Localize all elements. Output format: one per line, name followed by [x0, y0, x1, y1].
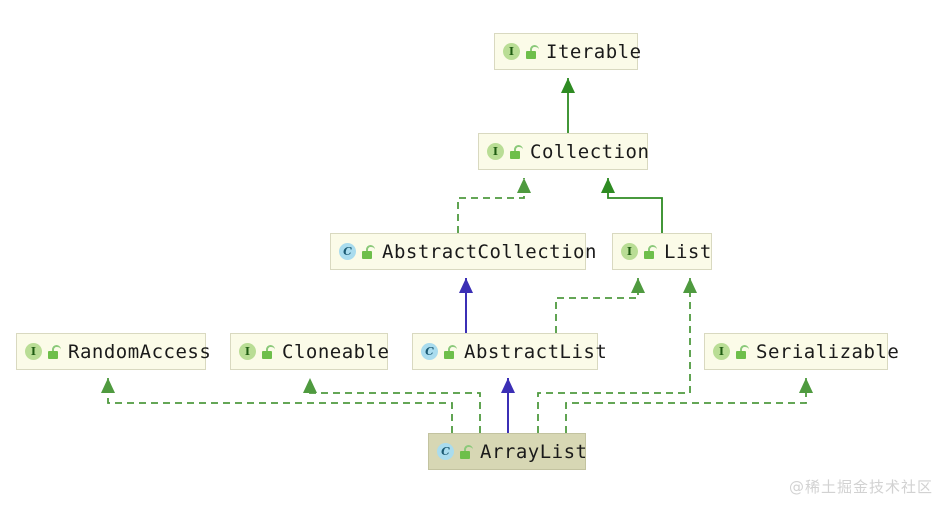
unlocked-padlock-icon: [735, 344, 749, 359]
class-node-cloneable[interactable]: I Cloneable: [230, 333, 390, 370]
interface-icon: I: [25, 343, 42, 360]
class-node-abstractlist[interactable]: C AbstractList: [412, 333, 607, 370]
class-node-label: Collection: [530, 140, 650, 163]
unlocked-padlock-icon: [443, 344, 457, 359]
unlocked-padlock-icon: [47, 344, 61, 359]
class-node-label: AbstractList: [464, 340, 608, 363]
unlocked-padlock-icon: [459, 444, 473, 459]
arrowhead: [303, 378, 317, 393]
edge-arraylist-to-cloneable: [303, 378, 481, 433]
edge-abstractlist-to-abstractcollection: [459, 278, 473, 333]
arrowhead: [517, 178, 531, 193]
arrowhead: [459, 278, 473, 293]
edge-arraylist-to-abstractlist: [501, 378, 515, 433]
arrowhead: [101, 378, 115, 393]
edge-abstractcollection-to-collection: [457, 178, 531, 233]
class-node-arraylist[interactable]: C ArrayList: [428, 433, 588, 470]
edge-abstractlist-to-list: [555, 278, 645, 333]
edge-arraylist-to-serializable: [565, 378, 813, 433]
class-node-iterable[interactable]: I Iterable: [494, 33, 641, 70]
arrowhead: [799, 378, 813, 393]
arrowhead: [601, 178, 615, 193]
class-node-label: Cloneable: [282, 340, 390, 363]
interface-icon: I: [487, 143, 504, 160]
class-node-label: RandomAccess: [68, 340, 212, 363]
class-node-collection[interactable]: I Collection: [478, 133, 650, 170]
class-node-serializable[interactable]: I Serializable: [704, 333, 899, 370]
unlocked-padlock-icon: [261, 344, 275, 359]
edge-collection-to-iterable: [561, 78, 575, 133]
class-node-list[interactable]: I List: [612, 233, 712, 270]
unlocked-padlock-icon: [525, 44, 539, 59]
interface-icon: I: [713, 343, 730, 360]
class-node-label: AbstractCollection: [382, 240, 597, 263]
class-icon: C: [421, 343, 438, 360]
class-node-label: ArrayList: [480, 440, 588, 463]
class-node-label: Iterable: [546, 40, 642, 63]
interface-icon: I: [239, 343, 256, 360]
arrowhead: [631, 278, 645, 293]
interface-icon: I: [503, 43, 520, 60]
unlocked-padlock-icon: [361, 244, 375, 259]
class-node-abstractcollection[interactable]: C AbstractCollection: [330, 233, 596, 270]
edge-list-to-collection: [601, 178, 663, 233]
interface-icon: I: [621, 243, 638, 260]
watermark: @稀土掘金技术社区: [788, 478, 933, 496]
arrowhead: [501, 378, 515, 393]
arrowhead: [561, 78, 575, 93]
unlocked-padlock-icon: [509, 144, 523, 159]
class-node-label: List: [664, 240, 712, 263]
edge-arraylist-to-randomaccess: [101, 378, 453, 433]
class-icon: C: [339, 243, 356, 260]
arrowhead: [683, 278, 697, 293]
class-icon: C: [437, 443, 454, 460]
class-node-label: Serializable: [756, 340, 900, 363]
unlocked-padlock-icon: [643, 244, 657, 259]
class-node-randomaccess[interactable]: I RandomAccess: [16, 333, 211, 370]
